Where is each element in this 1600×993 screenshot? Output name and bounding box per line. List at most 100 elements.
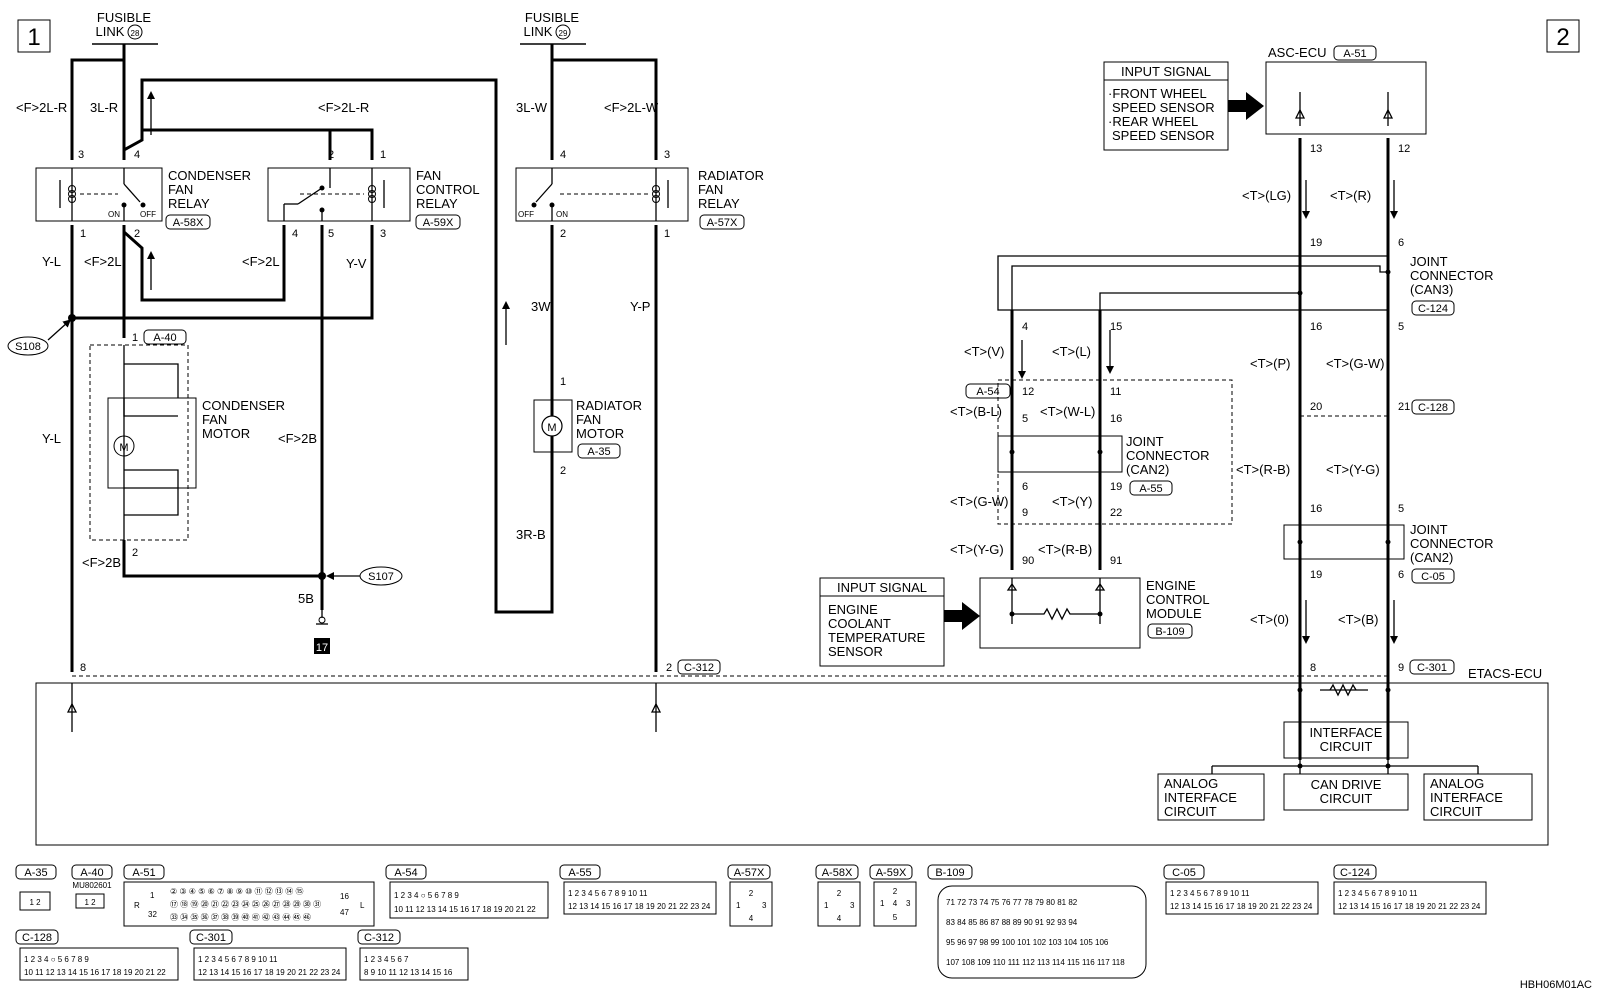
key-c05: C-05 1 2 3 4 5 6 7 8 9 10 11 12 13 14 15… [1163,864,1319,915]
svg-text:<T>(B): <T>(B) [1338,612,1378,627]
svg-text:8: 8 [80,662,86,674]
svg-text:1 2 3 4 5 6 7 8 9 10 11: 1 2 3 4 5 6 7 8 9 10 11 [568,889,648,898]
svg-text:10 11 12 13 14 15 16 17 18 19: 10 11 12 13 14 15 16 17 18 19 20 21 22 [394,905,536,914]
svg-text:<T>(Y-G): <T>(Y-G) [950,542,1004,557]
sheet-label-1: 1 [17,19,51,53]
svg-text:91: 91 [1110,555,1122,567]
svg-text:5: 5 [893,913,898,922]
svg-text:12 13 14 15 16 17 18 19 20 21: 12 13 14 15 16 17 18 19 20 21 22 23 24 [1338,902,1481,911]
svg-text:FUSIBLE: FUSIBLE [97,10,152,25]
svg-text:12 13 14 15 16 17 18 19 20 21: 12 13 14 15 16 17 18 19 20 21 22 23 24 [568,902,711,911]
svg-text:90: 90 [1022,555,1034,567]
svg-text:3: 3 [664,149,670,161]
svg-text:2: 2 [132,547,138,559]
svg-text:② ③ ④ ⑤ ⑥ ⑦ ⑧ ⑨ ⑩ ⑪ ⑫ ⑬ ⑭ ⑮: ② ③ ④ ⑤ ⑥ ⑦ ⑧ ⑨ ⑩ ⑪ ⑫ ⑬ ⑭ ⑮ [170,887,303,896]
svg-text:4: 4 [749,914,754,923]
svg-text:INTERFACE: INTERFACE [1430,790,1503,805]
svg-text:C-128: C-128 [1418,402,1448,414]
svg-text:(CAN2): (CAN2) [1410,550,1453,565]
svg-text:1: 1 [150,891,155,900]
svg-text:A-51: A-51 [1343,48,1366,60]
joint-connector-can2-c05: 16 5 JOINT CONNECTOR (CAN2) C-05 19 6 8 … [1283,503,1494,675]
interface-circuit: INTERFACE CIRCUIT [1211,721,1479,774]
svg-text:Y-P: Y-P [630,299,650,314]
svg-text:<F>2B: <F>2B [82,555,121,570]
svg-text:(CAN2): (CAN2) [1126,462,1169,477]
svg-text:SPEED SENSOR: SPEED SENSOR [1112,128,1215,143]
joint-connector-can2-a55: A-54 12 11 5 16 JOINT CONNECTOR (CAN2) A… [965,379,1233,567]
svg-text:1: 1 [80,228,86,240]
svg-text:19: 19 [1310,237,1322,249]
key-a54: A-54 1 2 3 4 ○ 5 6 7 8 9 10 11 12 13 14 … [385,864,549,919]
svg-text:MU802601: MU802601 [72,881,112,890]
svg-text:20: 20 [1310,401,1322,413]
svg-text:FAN: FAN [168,182,193,197]
svg-text:3: 3 [762,901,767,910]
svg-text:CONNECTOR: CONNECTOR [1410,536,1494,551]
svg-text:2: 2 [1556,24,1569,51]
svg-text:C-124: C-124 [1340,867,1370,879]
svg-text:2: 2 [893,887,898,896]
svg-text:A-57X: A-57X [707,217,738,229]
power-wiring-left [70,44,658,672]
key-c301: C-301 1 2 3 4 5 6 7 8 9 10 11 12 13 14 1… [189,929,347,981]
key-c312: C-312 1 2 3 4 5 6 7 8 9 10 11 12 13 14 1… [357,929,469,981]
svg-text:6: 6 [1022,481,1028,493]
radiator-fan-motor: M RADIATOR FAN MOTOR A-35 1 2 [533,376,642,477]
analog-interface-right: ANALOG INTERFACE CIRCUIT [1423,773,1533,821]
key-a40: A-40 MU802601 1 2 [71,864,113,909]
svg-text:1 2: 1 2 [29,898,41,907]
svg-text:1: 1 [824,901,829,910]
analog-interface-left: ANALOG INTERFACE CIRCUIT [1157,773,1265,821]
svg-text:·FRONT WHEEL: ·FRONT WHEEL [1108,86,1207,101]
svg-text:3L-R: 3L-R [90,100,118,115]
svg-text:4: 4 [292,228,298,240]
svg-text:16: 16 [340,892,349,901]
svg-text:16: 16 [1310,321,1322,333]
svg-text:1 2 3 4 ○ 5 6 7 8 9: 1 2 3 4 ○ 5 6 7 8 9 [24,955,89,964]
svg-text:C-124: C-124 [1418,303,1448,315]
svg-text:13: 13 [1310,143,1322,155]
svg-text:<T>(L): <T>(L) [1052,344,1091,359]
svg-text:<T>(G-W): <T>(G-W) [950,494,1009,509]
svg-text:INTERFACE: INTERFACE [1164,790,1237,805]
svg-text:FAN: FAN [202,412,227,427]
asc-ecu: ASC-ECU A-51 13 12 [1265,45,1427,155]
svg-text:21: 21 [1398,401,1410,413]
svg-text:2: 2 [560,228,566,240]
svg-text:A-58X: A-58X [173,217,204,229]
key-b109: B-109 71 72 73 74 75 76 77 78 79 80 81 8… [927,864,1147,979]
svg-text:12 13 14 15 16 17 18 19 20 21: 12 13 14 15 16 17 18 19 20 21 22 23 24 [198,968,341,977]
svg-text:1 2 3 4 5 6 7 8 9 10 11: 1 2 3 4 5 6 7 8 9 10 11 [198,955,278,964]
svg-text:ANALOG: ANALOG [1164,776,1218,791]
wire-labels-can: <T>(LG) <T>(R) <T>(V) <T>(L) <T>(B-L) <T… [950,188,1385,627]
svg-text:MODULE: MODULE [1146,606,1202,621]
svg-text:A-51: A-51 [132,867,155,879]
svg-text:<T>(V): <T>(V) [964,344,1004,359]
svg-text:<F>2B: <F>2B [278,431,317,446]
svg-text:2: 2 [328,149,334,161]
svg-text:28: 28 [131,29,140,38]
svg-text:1: 1 [736,901,741,910]
svg-text:C-301: C-301 [1417,662,1447,674]
svg-text:4: 4 [837,914,842,923]
svg-text:12: 12 [1398,143,1410,155]
svg-text:12: 12 [1022,386,1034,398]
svg-text:<T>(G-W): <T>(G-W) [1326,356,1385,371]
fusible-link-29: FUSIBLE LINK 29 [520,10,586,45]
svg-text:12 13 14 15 16 17 18 19 20 21: 12 13 14 15 16 17 18 19 20 21 22 23 24 [1170,902,1313,911]
svg-text:INTERFACE: INTERFACE [1310,725,1383,740]
svg-text:B-109: B-109 [1155,626,1184,638]
svg-text:INPUT SIGNAL: INPUT SIGNAL [1121,64,1211,79]
svg-text:A-40: A-40 [80,867,103,879]
svg-text:71 72 73 74 75 76 77 78 79 80: 71 72 73 74 75 76 77 78 79 80 81 82 [946,898,1078,907]
svg-text:FAN: FAN [576,412,601,427]
svg-text:1 2: 1 2 [84,898,96,907]
svg-text:47: 47 [340,908,349,917]
svg-text:Y-V: Y-V [346,256,367,271]
svg-text:A-57X: A-57X [734,867,765,879]
svg-text:FAN: FAN [416,168,441,183]
footer-code: HBH06M01AC [1520,979,1592,991]
svg-text:OFF: OFF [140,210,156,219]
svg-text:19: 19 [1310,569,1322,581]
